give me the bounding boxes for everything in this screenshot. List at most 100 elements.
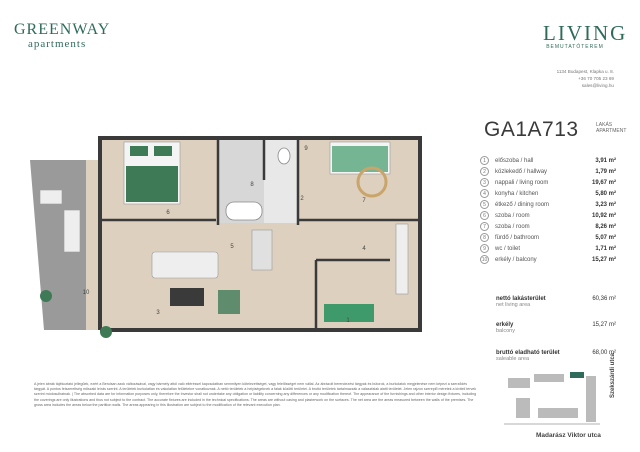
apartment-code: GA1A713 — [484, 118, 579, 141]
room-row: 9 wc / toilet 1,71 m² — [480, 243, 616, 254]
bed-pillow — [154, 146, 172, 156]
hall-rug — [324, 304, 374, 322]
site-building — [516, 398, 530, 418]
room-name: étkező / dining room — [495, 201, 550, 208]
living-logo: LIVING BEMUTATÓTEREM — [543, 21, 628, 50]
apartment-label-en: APARTMENT — [596, 128, 627, 134]
apartment-type: LAKÁS APARTMENT — [596, 122, 626, 134]
room-number: 9 — [480, 244, 489, 253]
plan-label-4: 4 — [362, 246, 366, 252]
gross-area-stat: bruttó eladható terület 68,00 m² saleable… — [496, 350, 616, 362]
contact-phone: +36 70 705 23 69 — [578, 76, 614, 81]
gross-area-value: 68,00 m² — [592, 350, 616, 356]
apartment-label-hu: LAKÁS — [596, 122, 613, 128]
plant-icon — [40, 290, 52, 302]
room-row: 1 előszoba / hall 3,91 m² — [480, 155, 616, 166]
room-name: szoba / room — [495, 223, 530, 230]
living-logo-title: LIVING — [543, 21, 628, 45]
room-number: 5 — [480, 200, 489, 209]
room-area: 3,91 m² — [595, 157, 616, 164]
greenway-logo: GREENWAY apartments — [14, 21, 111, 51]
plant-icon — [100, 326, 112, 338]
plan-label-1: 1 — [346, 318, 350, 324]
site-map — [504, 372, 600, 425]
room-name: wc / toilet — [495, 245, 521, 252]
plan-label-10: 10 — [83, 290, 90, 296]
room-area: 5,80 m² — [595, 190, 616, 197]
bed-room7-blanket — [332, 146, 388, 172]
balcony-lounger — [63, 209, 81, 253]
balcony-area-stat: erkély 15,27 m² balcony — [496, 322, 616, 334]
plan-label-5: 5 — [230, 244, 234, 250]
room-name: közlekedő / hallway — [495, 168, 548, 175]
site-building — [534, 374, 564, 382]
room-row: 10 erkély / balcony 15,27 m² — [480, 254, 616, 265]
net-area-subtitle: net living area — [496, 302, 531, 308]
room-name: nappali / living room — [495, 179, 549, 186]
round-rug — [356, 166, 388, 198]
balcony-chair — [39, 189, 63, 205]
greenway-logo-title: GREENWAY — [14, 21, 111, 38]
site-apartment-marker — [570, 372, 584, 378]
kitchen-counter — [395, 223, 409, 295]
room-name: konyha / kitchen — [495, 190, 539, 197]
net-area-title: nettó lakásterület — [496, 296, 546, 302]
room-list: 1 előszoba / hall 3,91 m² 2 közlekedő / hal… — [480, 155, 616, 265]
bathtub-icon — [225, 201, 263, 221]
net-area-value: 60,36 m² — [592, 296, 616, 302]
plan-label-7: 7 — [362, 198, 366, 204]
room-area: 1,79 m² — [595, 168, 616, 175]
greenway-logo-subtitle: apartments — [28, 38, 87, 50]
contact-address: 1134 Budapest, Klapka u. 8. — [556, 69, 614, 74]
room-area: 1,71 m² — [595, 245, 616, 252]
room-name: szoba / room — [495, 212, 530, 219]
room-area: 5,07 m² — [595, 234, 616, 241]
balcony-area-value: 15,27 m² — [592, 322, 616, 328]
tv-unit — [170, 288, 204, 306]
room-number: 1 — [480, 156, 489, 165]
living-logo-subtitle: BEMUTATÓTEREM — [546, 44, 604, 50]
room-number: 10 — [480, 255, 489, 264]
room-area: 15,27 m² — [591, 256, 616, 263]
contact-block: 1134 Budapest, Klapka u. 8. +36 70 705 2… — [557, 68, 614, 89]
gross-area-subtitle: saleable area — [496, 356, 530, 362]
site-building — [586, 376, 596, 422]
walls — [98, 136, 422, 332]
room-name: fürdő / bathroom — [495, 234, 540, 241]
floor-plan: 1 2 3 4 5 6 7 8 9 10 — [30, 136, 422, 338]
street-bottom-label: Madarász Viktor utca — [536, 432, 601, 439]
room-number: 7 — [480, 222, 489, 231]
sofa — [151, 251, 219, 279]
armchair — [218, 290, 240, 314]
balcony-area-subtitle: balcony — [496, 328, 515, 334]
contact-email: sales@living.hu — [581, 83, 614, 88]
balcony-area-title: erkély — [496, 322, 514, 328]
street-right-label: Szekszárdi utca — [610, 352, 616, 398]
plan-label-9: 9 — [304, 146, 308, 152]
room-number: 6 — [480, 211, 489, 220]
room-area: 8,26 m² — [595, 223, 616, 230]
room-area: 10,92 m² — [591, 212, 616, 219]
balcony-deck-strip — [86, 160, 100, 330]
internal-walls — [100, 138, 420, 330]
room-row: 5 étkező / dining room 3,23 m² — [480, 199, 616, 210]
room-number: 2 — [480, 167, 489, 176]
gross-area-title: bruttó eladható terület — [496, 350, 560, 356]
room-row: 6 szoba / room 10,92 m² — [480, 210, 616, 221]
disclaimer-text: A jelen ábrák tájékoztató jellegűek, ezé… — [34, 382, 477, 407]
room-name: előszoba / hall — [495, 157, 534, 164]
site-building — [508, 378, 530, 388]
plan-label-3: 3 — [156, 310, 160, 316]
plan-label-6: 6 — [166, 210, 170, 216]
net-area-stat: nettó lakásterület 60,36 m² net living ar… — [496, 296, 616, 308]
bed-blanket — [126, 166, 178, 202]
room-name: erkély / balcony — [495, 256, 537, 263]
toilet-icon — [277, 147, 291, 165]
room-row: 2 közlekedő / hallway 1,79 m² — [480, 166, 616, 177]
room-row: 7 szoba / room 8,26 m² — [480, 221, 616, 232]
room-area: 19,67 m² — [591, 179, 616, 186]
room-area: 3,23 m² — [595, 201, 616, 208]
